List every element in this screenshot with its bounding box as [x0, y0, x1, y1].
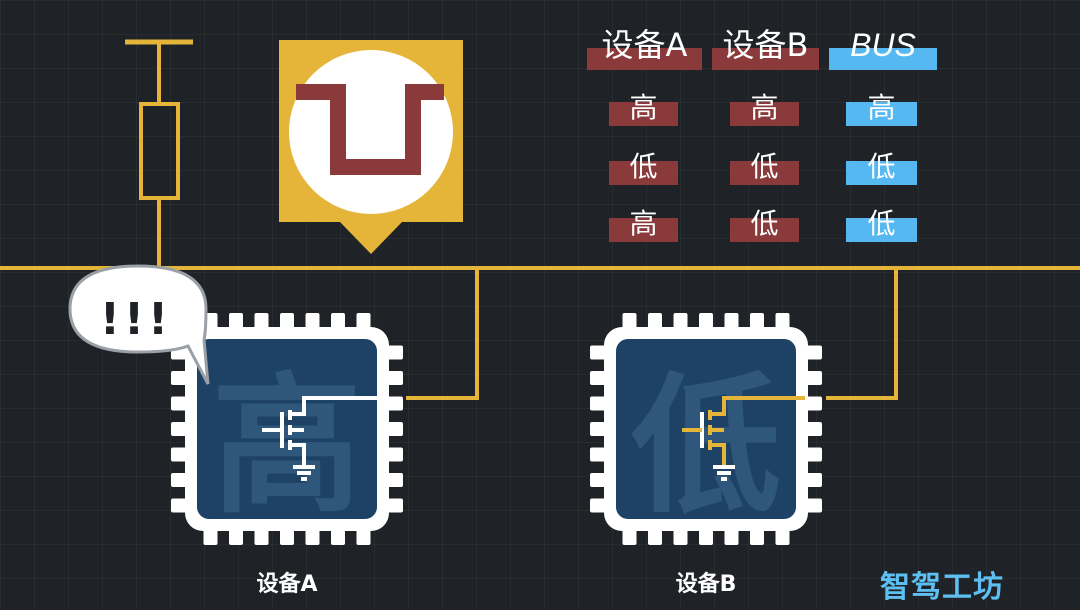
- chip-b: 低: [590, 313, 822, 545]
- chip-pin: [254, 527, 269, 545]
- chip-pin: [305, 313, 320, 331]
- chip-pin: [724, 527, 739, 545]
- chip-pin: [648, 313, 662, 331]
- chip-pin: [622, 313, 637, 331]
- chip-pin: [590, 371, 608, 385]
- watermark-logo: 智驾工坊: [880, 570, 1004, 605]
- chip-pin: [385, 422, 403, 436]
- chip-pin: [280, 527, 294, 545]
- chip-b-state: 低: [631, 360, 781, 534]
- alert-text: !!!: [100, 294, 172, 345]
- row2-bus: 低: [846, 153, 917, 185]
- chip-pin: [750, 313, 764, 331]
- chip-pin: [622, 527, 637, 545]
- chip-pin: [804, 473, 822, 487]
- chip-pin: [171, 422, 189, 436]
- chip-pin: [385, 473, 403, 487]
- header-device-b: 设备B: [712, 29, 819, 70]
- chip-pin: [699, 527, 713, 545]
- chip-pin: [356, 313, 371, 331]
- row1-device-a: 高: [609, 94, 678, 126]
- transistor-b-icon: [682, 396, 805, 481]
- chip-pin: [203, 527, 218, 545]
- chip-pin: [804, 498, 822, 513]
- chip-a: 高: [171, 313, 403, 545]
- chip-pin: [804, 396, 822, 411]
- chip-pin: [775, 313, 790, 331]
- chip-a-label: 设备A: [256, 572, 318, 597]
- chip-pin: [590, 396, 608, 411]
- chip-b-label: 设备B: [675, 572, 737, 597]
- chip-pin: [171, 473, 189, 487]
- chip-pin: [171, 396, 189, 411]
- row2-device-a: 低: [609, 153, 678, 185]
- chip-pin: [804, 447, 822, 462]
- chip-pin: [229, 313, 243, 331]
- chip-pin: [648, 527, 662, 545]
- transistor-a-icon: [262, 396, 385, 481]
- chip-pin: [280, 313, 294, 331]
- chip-pin: [385, 371, 403, 385]
- row3-device-a: 高: [609, 210, 678, 242]
- chip-pin: [229, 527, 243, 545]
- chip-pin: [590, 345, 608, 360]
- chip-pin: [331, 313, 345, 331]
- chip-pin: [385, 396, 403, 411]
- chip-pin: [590, 498, 608, 513]
- waveform-icon: [296, 84, 444, 175]
- pullup-resistor: [139, 102, 180, 200]
- chip-pin: [673, 313, 688, 331]
- row3-device-b: 低: [730, 210, 799, 242]
- chip-pin: [385, 498, 403, 513]
- chip-pin: [804, 422, 822, 436]
- chip-pin: [699, 313, 713, 331]
- row2-device-b: 低: [730, 153, 799, 185]
- chip-pin: [804, 371, 822, 385]
- chip-pin: [724, 313, 739, 331]
- chip-pin: [385, 447, 403, 462]
- chip-pin: [590, 422, 608, 436]
- waveform-disc: [289, 50, 453, 214]
- chip-pin: [254, 313, 269, 331]
- chip-pin: [385, 345, 403, 360]
- header-device-a: 设备A: [587, 29, 702, 70]
- row1-bus: 高: [846, 94, 917, 126]
- chip-pin: [775, 527, 790, 545]
- chip-pin: [590, 473, 608, 487]
- chip-pin: [750, 527, 764, 545]
- row3-bus: 低: [846, 210, 917, 242]
- chip-pin: [673, 527, 688, 545]
- chip-pin: [356, 527, 371, 545]
- chip-pin: [305, 527, 320, 545]
- chip-pin: [331, 527, 345, 545]
- alert-bubble: !!!: [68, 264, 210, 385]
- chip-pin: [804, 345, 822, 360]
- waveform-callout: [279, 40, 463, 254]
- chip-pin: [171, 498, 189, 513]
- row1-device-b: 高: [730, 94, 799, 126]
- chip-pin: [171, 371, 189, 385]
- chip-pin: [590, 447, 608, 462]
- chip-pin: [171, 447, 189, 462]
- chip-a-state: 高: [212, 360, 362, 534]
- header-bus: BUS: [829, 29, 937, 70]
